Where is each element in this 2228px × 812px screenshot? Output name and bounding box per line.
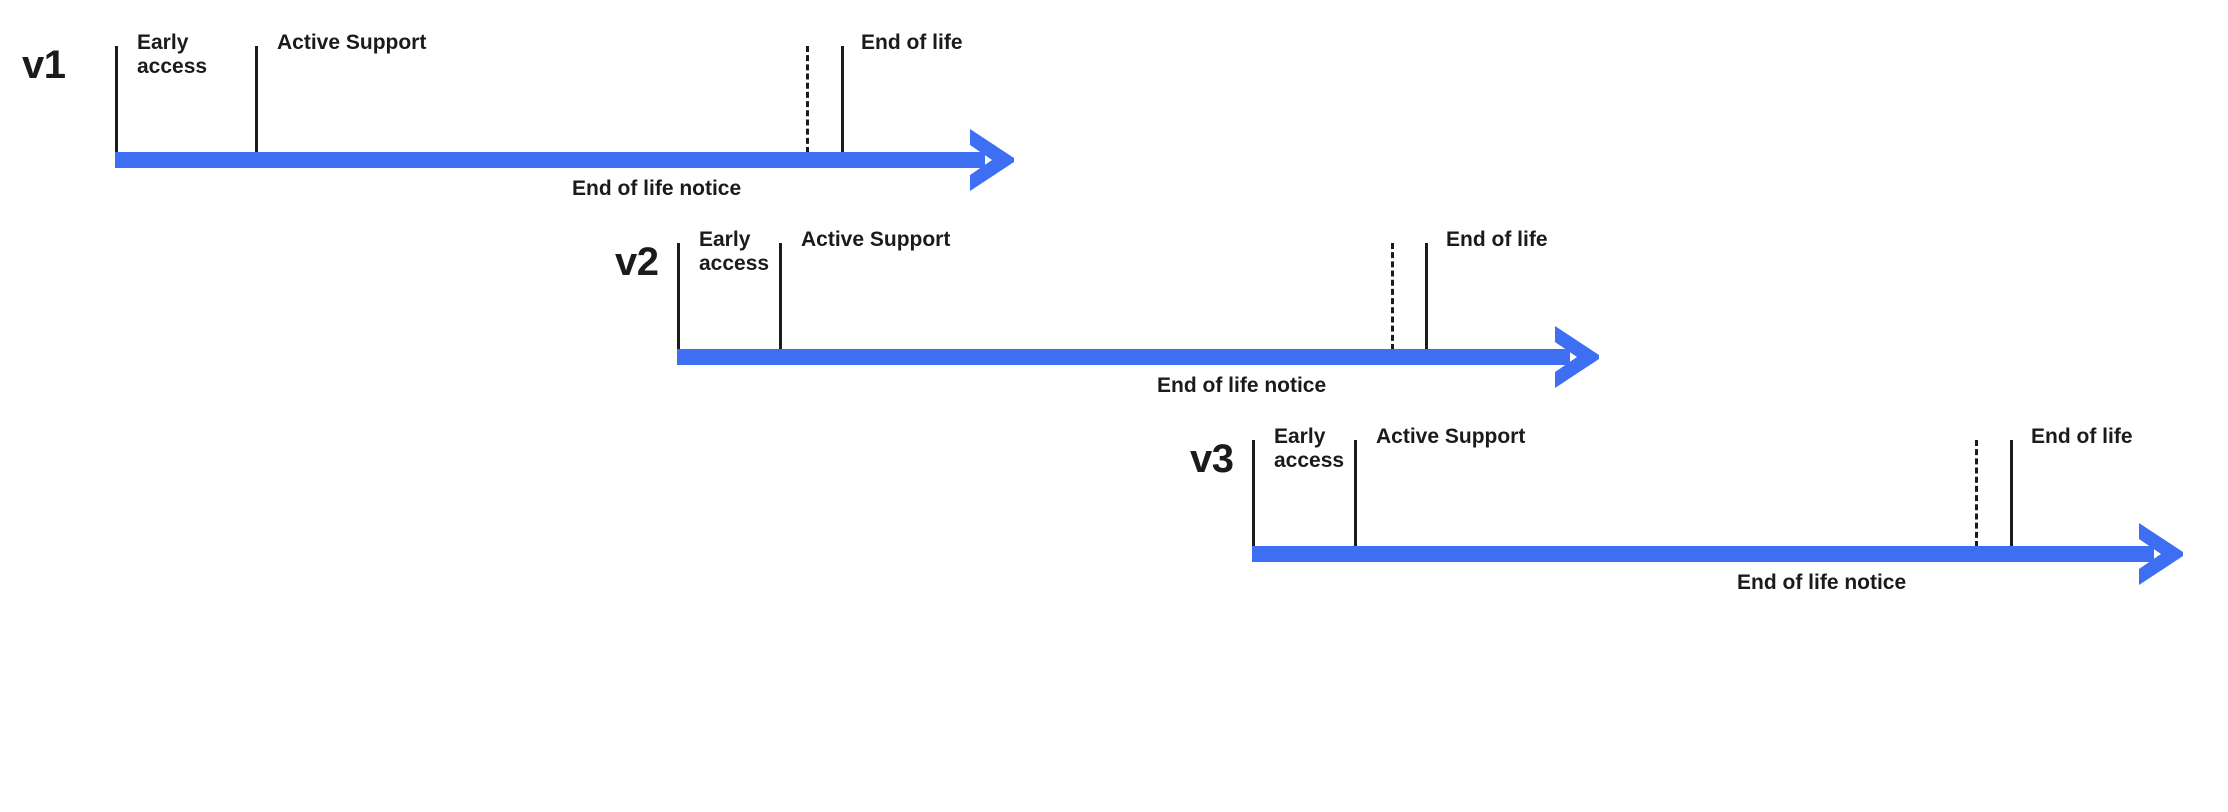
phase-label-active-support-v2: Active Support [801, 228, 951, 251]
timeline-bar-v2 [677, 349, 1570, 365]
timeline-bar-v3 [1252, 546, 2154, 562]
phase-label-early-access-v1: Early access [137, 31, 208, 78]
timeline-arrowhead-v3 [2139, 523, 2183, 585]
notice-label-v2: End of life notice [1157, 374, 1327, 397]
version-label-v3: v3 [1190, 437, 1234, 481]
phase-divider-active-support-v2 [779, 243, 782, 350]
phase-divider-start-v3 [1252, 440, 1255, 547]
phase-divider-start-v1 [115, 46, 118, 153]
phase-label-active-support-v1: Active Support [277, 31, 427, 54]
timeline-bar-v1 [115, 152, 985, 168]
eol-notice-marker-v1 [806, 46, 809, 153]
phase-label-early-access-v2: Early access [699, 228, 770, 275]
version-label-v2: v2 [615, 240, 659, 284]
eol-notice-marker-v2 [1391, 243, 1394, 350]
phase-label-end-of-life-v1: End of life [861, 31, 963, 54]
phase-divider-end-of-life-v2 [1425, 243, 1428, 350]
phase-label-end-of-life-v3: End of life [2031, 425, 2133, 448]
phase-divider-end-of-life-v3 [2010, 440, 2013, 547]
phase-label-active-support-v3: Active Support [1376, 425, 1526, 448]
phase-label-early-access-v3: Early access [1274, 425, 1345, 472]
timeline-arrowhead-v2 [1555, 326, 1599, 388]
timeline-arrowhead-v1 [970, 129, 1014, 191]
phase-label-end-of-life-v2: End of life [1446, 228, 1548, 251]
phase-divider-start-v2 [677, 243, 680, 350]
phase-divider-active-support-v3 [1354, 440, 1357, 547]
phase-divider-end-of-life-v1 [841, 46, 844, 153]
version-label-v1: v1 [22, 43, 66, 87]
notice-label-v3: End of life notice [1737, 571, 1907, 594]
eol-notice-marker-v3 [1975, 440, 1978, 547]
phase-divider-active-support-v1 [255, 46, 258, 153]
notice-label-v1: End of life notice [572, 177, 742, 200]
